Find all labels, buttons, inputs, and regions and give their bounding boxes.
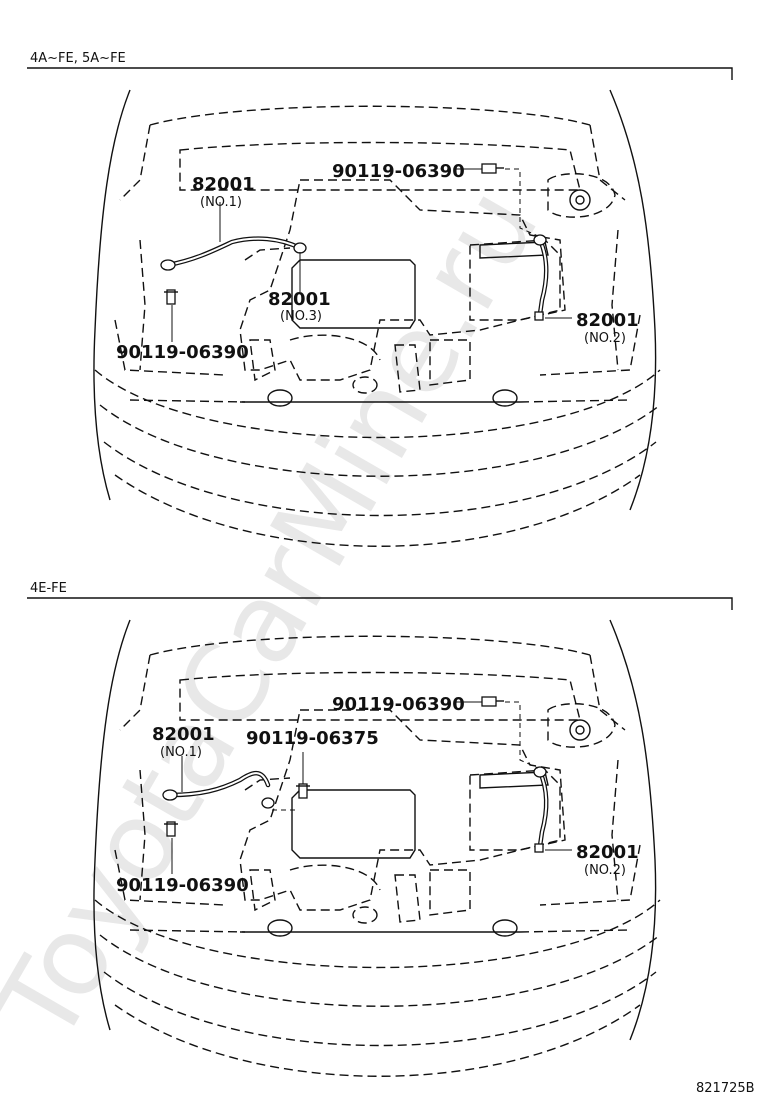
part-sub-label: (NO.2): [584, 863, 626, 878]
part-number-label: 82001: [576, 310, 639, 331]
section-title: 4A~FE, 5A~FE: [30, 51, 126, 66]
part-number-label: 90119-06375: [246, 728, 379, 749]
strap-terminal: [533, 234, 547, 246]
bolt-icon: [481, 696, 497, 707]
section-divider: [27, 67, 733, 80]
strap-terminal: [293, 242, 307, 254]
part-number-label: 90119-06390: [332, 161, 465, 182]
bolt-icon: [481, 163, 497, 174]
strap-terminal: [160, 259, 176, 271]
leader-line: [505, 701, 539, 769]
part-number-label: 82001: [192, 174, 255, 195]
bolt-icon: [166, 289, 176, 305]
part-sub-label: (NO.1): [200, 195, 242, 210]
strap-terminal: [261, 797, 275, 809]
strap-terminal: [534, 843, 544, 853]
part-number-label: 82001: [268, 289, 331, 310]
part-number-label: 82001: [152, 724, 215, 745]
part-number-label: 90119-06390: [332, 694, 465, 715]
part-number-label: 82001: [576, 842, 639, 863]
section-4e-fe: 4E-FE 82001 (NO.1) 90119-06375: [27, 581, 733, 1077]
strap-terminal: [533, 766, 547, 778]
strap-terminal: [162, 789, 178, 801]
leader-line: [505, 168, 539, 237]
strap-terminal: [534, 311, 544, 321]
part-sub-label: (NO.1): [160, 745, 202, 760]
part-number-label: 90119-06390: [116, 342, 249, 363]
part-number-label: 90119-06390: [116, 875, 249, 896]
bolt-icon: [166, 821, 176, 837]
part-sub-label: (NO.2): [584, 331, 626, 346]
part-sub-label: (NO.3): [280, 309, 322, 324]
section-divider: [27, 597, 733, 610]
section-4a-fe: 4A~FE, 5A~FE 82001 (NO.1) 90119-06390 82…: [27, 51, 733, 547]
section-title: 4E-FE: [30, 581, 67, 596]
figure-id: 821725B: [696, 1081, 755, 1096]
